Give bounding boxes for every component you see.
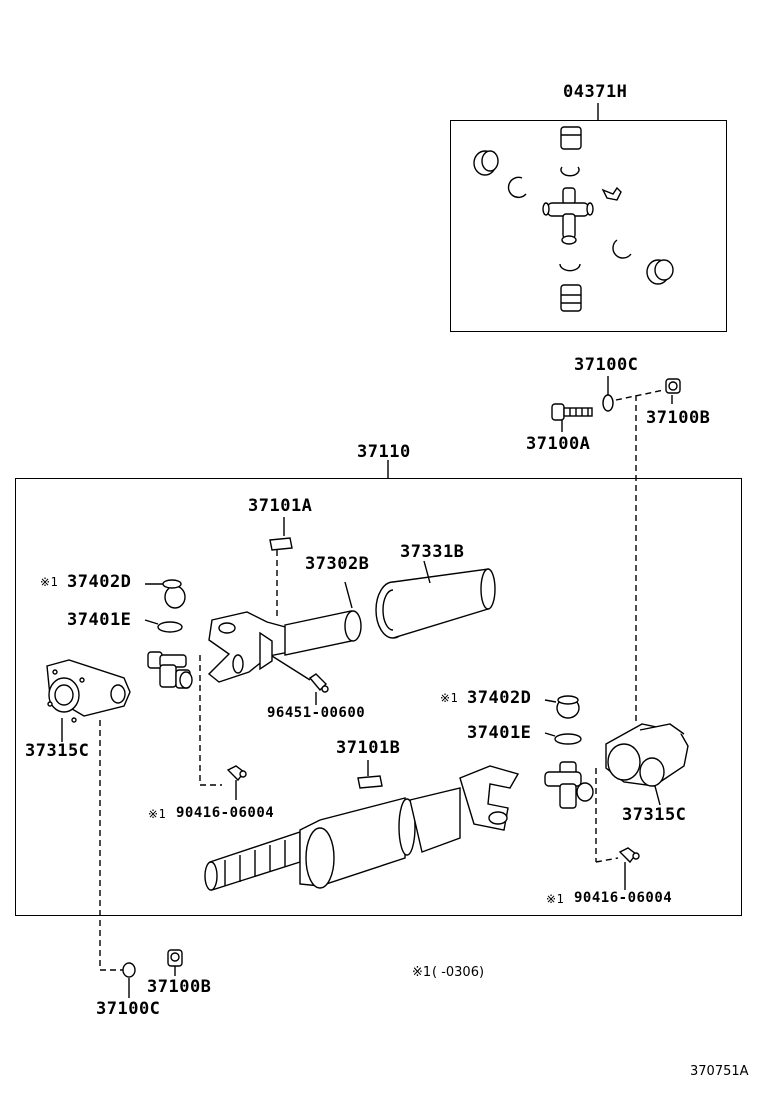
cap-left xyxy=(162,579,186,609)
ring-right xyxy=(554,733,582,745)
clip-top xyxy=(269,537,293,551)
label-clip-bottom: 37101B xyxy=(336,738,401,758)
label-grease-left: 90416-06004 xyxy=(176,805,275,821)
spider-left xyxy=(147,651,193,689)
kit-ring-left xyxy=(507,176,527,199)
spider-right xyxy=(544,761,594,809)
label-assembly: 37110 xyxy=(357,442,411,462)
kit-ring-top xyxy=(560,166,580,177)
grease-right xyxy=(618,847,640,864)
label-ring-right: 37401E xyxy=(467,723,532,743)
label-ring-left: 37401E xyxy=(67,610,132,630)
kit-spider xyxy=(542,187,594,245)
mark-3: ※1 xyxy=(148,807,167,821)
label-flange-left: 37315C xyxy=(25,741,90,761)
label-tube: 37302B xyxy=(305,554,370,574)
label-nut: 37100B xyxy=(646,408,711,428)
kit-box xyxy=(450,120,727,332)
ring-left xyxy=(157,621,183,633)
bolt-top xyxy=(551,403,593,421)
tube xyxy=(284,610,362,656)
assembly-box xyxy=(15,478,742,916)
mark-4: ※1 xyxy=(546,892,565,906)
grease-fitting-mid xyxy=(308,673,329,693)
mark-1: ※1 xyxy=(40,575,59,589)
kit-ring-right xyxy=(612,239,632,259)
label-bolt-washer: 37100C xyxy=(574,355,639,375)
nut-top xyxy=(665,378,681,394)
label-bolt: 37100A xyxy=(526,434,591,454)
kit-ring-bottom xyxy=(559,263,581,272)
label-grease-mid: 96451-00600 xyxy=(267,705,366,721)
label-nut-bottom: 37100B xyxy=(147,977,212,997)
washer-top xyxy=(602,394,614,412)
kit-fitting xyxy=(601,186,622,201)
kit-cap-right xyxy=(646,259,674,285)
kit-cap-bottom xyxy=(560,284,582,312)
cap-right xyxy=(556,695,580,719)
slip-yoke-shaft xyxy=(204,765,520,891)
flange-left xyxy=(46,659,131,723)
diagram-code: 370751A xyxy=(690,1064,749,1079)
label-clip-top: 37101A xyxy=(248,496,313,516)
grease-left xyxy=(226,765,247,782)
footnote-mark: ※1 xyxy=(412,965,432,980)
label-kit: 04371H xyxy=(563,82,628,102)
washer-bottom xyxy=(122,962,136,978)
kit-cap-left xyxy=(473,150,499,176)
label-washer-bottom: 37100C xyxy=(96,999,161,1019)
dust-cover xyxy=(375,568,496,639)
label-flange-right: 37315C xyxy=(622,805,687,825)
kit-cap-top xyxy=(560,126,582,150)
label-cap-left: 37402D xyxy=(67,572,132,592)
label-dust-cover: 37331B xyxy=(400,542,465,562)
tube-yoke xyxy=(207,611,290,683)
nut-bottom xyxy=(167,949,183,967)
label-cap-right: 37402D xyxy=(467,688,532,708)
label-grease-right: 90416-06004 xyxy=(574,890,673,906)
footnote-text: ( -0306) xyxy=(432,965,485,980)
clip-bottom xyxy=(357,775,383,789)
mark-2: ※1 xyxy=(440,691,459,705)
flange-right xyxy=(605,723,689,787)
